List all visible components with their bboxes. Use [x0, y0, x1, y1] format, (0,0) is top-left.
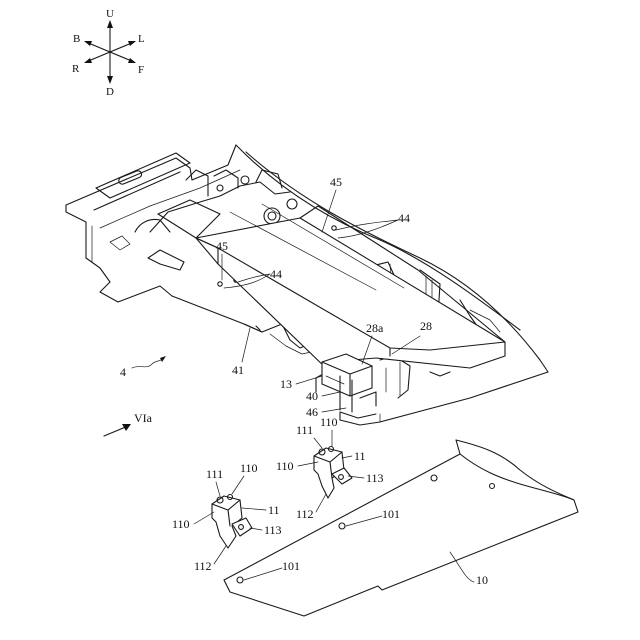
ref-label-45: 45 [330, 175, 342, 189]
ref-label-112: 112 [194, 559, 212, 573]
direction-compass: U D L B R F [72, 8, 145, 98]
ref-label-101: 101 [282, 559, 300, 573]
ref-label-13: 13 [280, 377, 292, 391]
ref-label-110: 110 [276, 459, 294, 473]
ref-label-40: 40 [306, 389, 318, 403]
axis-label-rear: R [72, 63, 80, 75]
ref-label-113: 113 [366, 471, 384, 485]
ref-label-46: 46 [306, 405, 318, 419]
ref-label-110: 110 [240, 461, 258, 475]
ref-label-44: 44 [270, 267, 282, 281]
view-label-VIa: VIa [134, 411, 153, 425]
ref-label-28a: 28a [366, 321, 384, 335]
ref-label-41: 41 [232, 363, 244, 377]
axis-label-back: B [73, 33, 80, 45]
pin-hole [332, 226, 336, 230]
ref-label-111: 111 [296, 423, 313, 437]
ref-label-45: 45 [216, 239, 228, 253]
ref-label-11: 11 [354, 449, 366, 463]
ref-label-110: 110 [320, 415, 338, 429]
axis-label-up: U [106, 8, 114, 20]
ref-label-44: 44 [398, 211, 410, 225]
clip-component-left: 111 110 110 11 113 112 [172, 461, 282, 573]
axis-label-down: D [106, 86, 114, 98]
pin-hole [218, 282, 222, 286]
ref-label-111: 111 [206, 467, 223, 481]
axis-label-left: L [138, 33, 145, 45]
ref-label-11: 11 [268, 503, 280, 517]
axis-label-front: F [138, 64, 144, 76]
ref-label-113: 113 [264, 523, 282, 537]
ref-label-10: 10 [476, 573, 488, 587]
ref-label-110: 110 [172, 517, 190, 531]
ref-label-28: 28 [420, 319, 432, 333]
ref-label-101: 101 [382, 507, 400, 521]
beam-28 [158, 200, 505, 412]
ref-label-4: 4 [120, 365, 126, 379]
ref-label-112: 112 [296, 507, 314, 521]
